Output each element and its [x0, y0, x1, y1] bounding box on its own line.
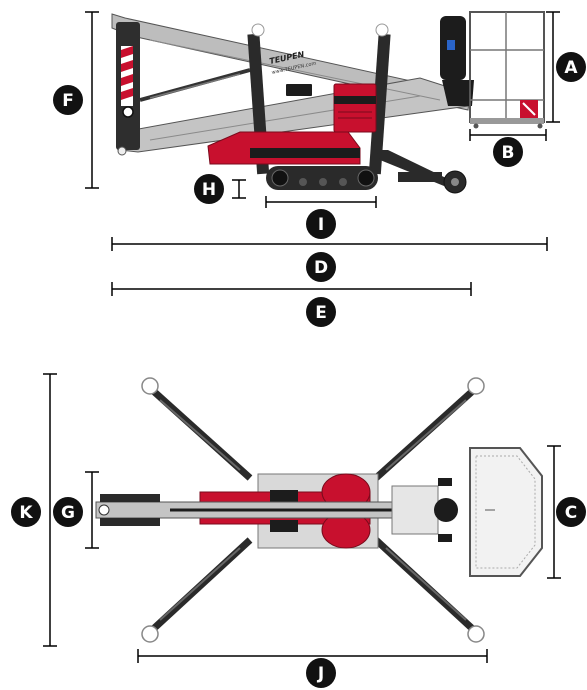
badge-b-label: B: [502, 143, 515, 163]
badge-e-label: E: [315, 303, 327, 323]
outrigger-foot: [375, 23, 389, 37]
badge-c: C: [556, 497, 586, 527]
dimension-badges: A B F H I D E K: [11, 52, 586, 688]
jib-lug: [438, 534, 452, 542]
badge-f-label: F: [62, 91, 74, 111]
badge-i: I: [306, 209, 336, 239]
hydraulic-rod: [149, 73, 241, 99]
wheel-hub: [451, 178, 459, 186]
jib-rotator-top: [434, 498, 458, 522]
badge-g-label: G: [61, 503, 75, 523]
engine-block: [333, 83, 377, 133]
track-roller: [299, 178, 307, 186]
badge-k: K: [11, 497, 41, 527]
track-wheel: [271, 169, 289, 187]
outrigger-foot: [251, 23, 265, 37]
chassis-frame: [250, 148, 360, 158]
control-box: [286, 84, 312, 96]
pivot-pin: [122, 106, 134, 118]
basket-mesh: [475, 455, 536, 569]
badge-h: H: [194, 174, 224, 204]
track-wheel: [357, 169, 375, 187]
top-view: [95, 377, 543, 643]
track-roller: [319, 178, 327, 186]
engine-band: [334, 96, 376, 104]
jib-indicator: [447, 40, 455, 50]
jib-bracket: [442, 80, 474, 106]
badge-e: E: [306, 297, 336, 327]
badge-j: J: [306, 658, 336, 688]
warning-stripe: [522, 102, 536, 116]
warning-stripe: [121, 46, 133, 58]
boom-end-cap: [117, 146, 127, 156]
boom-head-pin: [98, 504, 110, 516]
basket-floor: [470, 118, 544, 124]
badge-a-label: A: [564, 58, 578, 78]
rear-outrigger-beam: [398, 172, 442, 182]
basket-wheel: [473, 123, 479, 129]
outrigger-cylinder: [385, 547, 467, 621]
badge-d-label: D: [314, 258, 328, 278]
rear-outrigger-post: [368, 33, 391, 175]
badge-i-label: I: [318, 215, 324, 235]
warning-stripe: [121, 60, 133, 72]
warning-stripe: [121, 88, 133, 100]
boom-shade-line: [149, 39, 441, 101]
outrigger-cylinder: [159, 399, 241, 471]
badge-h-label: H: [202, 180, 216, 200]
control-panel-top: [270, 490, 298, 502]
hydraulic-cylinder: [139, 68, 251, 102]
boom-head-upper: [100, 494, 160, 502]
warning-stripe: [121, 74, 133, 86]
track-roller: [339, 178, 347, 186]
badge-a: A: [556, 52, 586, 82]
side-view-dimensions: [85, 11, 560, 296]
badge-b: B: [493, 137, 523, 167]
outrigger-foot-pad: [141, 377, 159, 395]
badge-f: F: [53, 85, 83, 115]
outrigger-cylinder: [159, 547, 241, 621]
badge-c-label: C: [565, 503, 577, 523]
outrigger-foot-pad: [467, 625, 485, 643]
basket-wheel: [537, 123, 543, 129]
outrigger-foot-pad: [141, 625, 159, 643]
top-view-dimensions: [43, 373, 561, 663]
jib-lug: [438, 478, 452, 486]
side-view: TEUPEN www.TEUPEN.com: [111, 11, 545, 194]
crawler-track: [266, 166, 378, 190]
work-basket-top: [469, 447, 543, 577]
badge-d: D: [306, 252, 336, 282]
control-panel-bottom: [270, 520, 298, 532]
badge-g: G: [53, 497, 83, 527]
jib-frame-top: [391, 485, 439, 535]
outrigger-cylinder: [385, 399, 467, 471]
badge-j-label: J: [317, 664, 324, 684]
outrigger-foot-pad: [467, 377, 485, 395]
boom-head-lower: [100, 518, 160, 526]
badge-k-label: K: [19, 503, 33, 523]
